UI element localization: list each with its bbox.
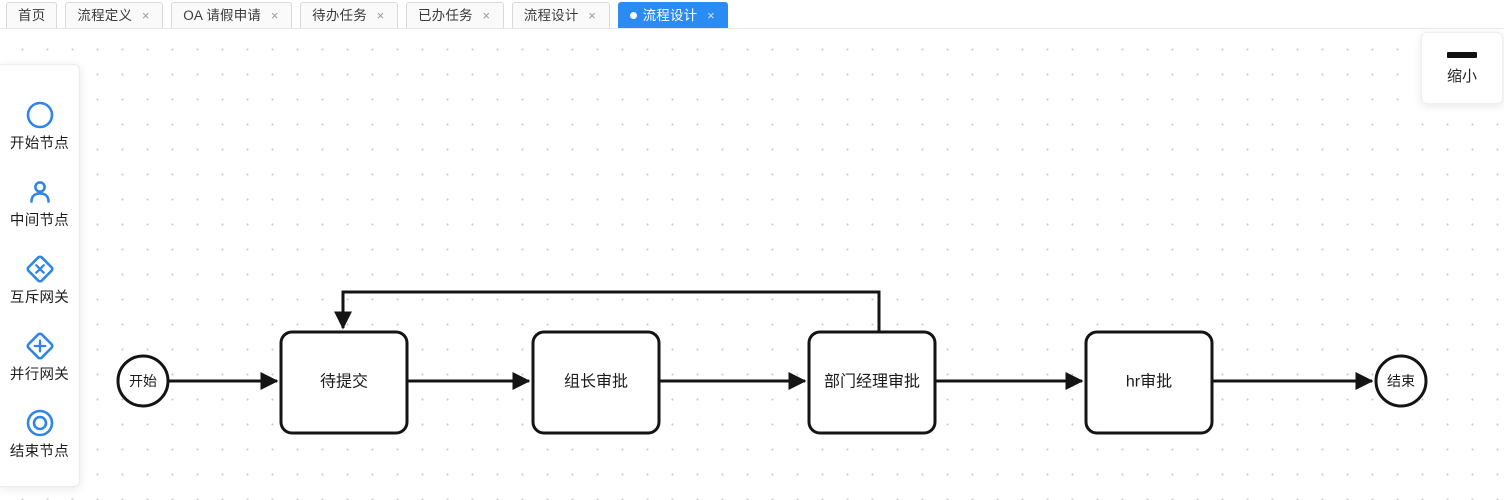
tab-label: 已办任务 [417, 7, 473, 23]
user-task-node-icon [25, 172, 55, 212]
tab-active-dot-icon [629, 12, 637, 19]
palette-item-start-node[interactable]: 开始节点 [0, 95, 80, 172]
node-manager-approval-label: 部门经理审批 [824, 373, 920, 391]
zoom-out-button[interactable]: 缩小 [1421, 32, 1503, 104]
node-start-label: 开始 [129, 373, 157, 389]
edge-manager-back-to-submit[interactable] [334, 290, 881, 332]
node-submit[interactable]: 待提交 [279, 330, 409, 435]
node-manager-approval[interactable]: 部门经理审批 [807, 330, 937, 435]
tab-done-tasks[interactable]: 已办任务 × [405, 2, 504, 28]
node-start[interactable]: 开始 [116, 354, 170, 408]
palette-item-exclusive-gateway[interactable]: 互斥网关 [0, 249, 80, 326]
palette-item-label: 结束节点 [9, 444, 70, 460]
tab-close-icon[interactable]: × [376, 8, 385, 23]
palette-item-parallel-gateway[interactable]: 并行网关 [0, 326, 80, 403]
node-leader-approval-label: 组长审批 [564, 373, 628, 391]
exclusive-gateway-icon [25, 249, 55, 289]
palette-item-label: 中间节点 [9, 213, 70, 229]
tab-close-icon[interactable]: × [141, 8, 150, 23]
node-submit-label: 待提交 [320, 373, 368, 391]
parallel-gateway-icon [25, 326, 55, 366]
tab-label: OA 请假申请 [183, 7, 262, 23]
tab-label: 待办任务 [312, 7, 367, 23]
tab-home[interactable]: 首页 [6, 2, 58, 28]
tab-process-design[interactable]: 流程设计 × [511, 2, 610, 28]
palette-item-label: 开始节点 [9, 136, 70, 152]
tab-process-definition[interactable]: 流程定义 × [65, 2, 164, 28]
end-node-icon [25, 403, 55, 443]
node-palette: 开始节点中间节点互斥网关并行网关结束节点 [0, 64, 80, 487]
tab-close-icon[interactable]: × [270, 8, 279, 23]
zoom-out-label: 缩小 [1446, 68, 1477, 85]
palette-item-end-node[interactable]: 结束节点 [0, 403, 80, 480]
tab-process-design-active[interactable]: 流程设计 × [617, 2, 729, 28]
tab-oa-leave-request[interactable]: OA 请假申请 × [171, 2, 293, 28]
tab-close-icon[interactable]: × [588, 8, 596, 23]
tab-todo-tasks[interactable]: 待办任务 × [300, 2, 398, 28]
node-hr-approval-label: hr审批 [1126, 373, 1172, 391]
tab-label: 流程设计 [523, 7, 579, 23]
start-node-icon [25, 95, 55, 135]
diagram-canvas[interactable]: 开始 待提交 组长审批 部门经理审批 hr审批 结束 [0, 29, 1504, 500]
node-leader-approval[interactable]: 组长审批 [531, 330, 661, 435]
tab-label: 首页 [18, 7, 46, 23]
minus-icon [1447, 52, 1477, 58]
tab-close-icon[interactable]: × [707, 8, 715, 23]
palette-item-label: 互斥网关 [9, 290, 70, 306]
tab-bar: 首页 流程定义 × OA 请假申请 × 待办任务 × 已办任务 × 流程设计 × 流程设计 × [0, 0, 1504, 29]
tab-label: 流程定义 [77, 7, 133, 23]
process-flow-diagram: 开始 待提交 组长审批 部门经理审批 hr审批 结束 [116, 290, 1428, 435]
node-end-label: 结束 [1387, 373, 1415, 389]
palette-item-user-task-node[interactable]: 中间节点 [0, 172, 80, 249]
tab-label: 流程设计 [642, 7, 698, 23]
node-hr-approval[interactable]: hr审批 [1084, 330, 1214, 435]
node-end[interactable]: 结束 [1374, 354, 1428, 408]
palette-item-label: 并行网关 [9, 367, 70, 383]
tab-close-icon[interactable]: × [482, 8, 491, 23]
